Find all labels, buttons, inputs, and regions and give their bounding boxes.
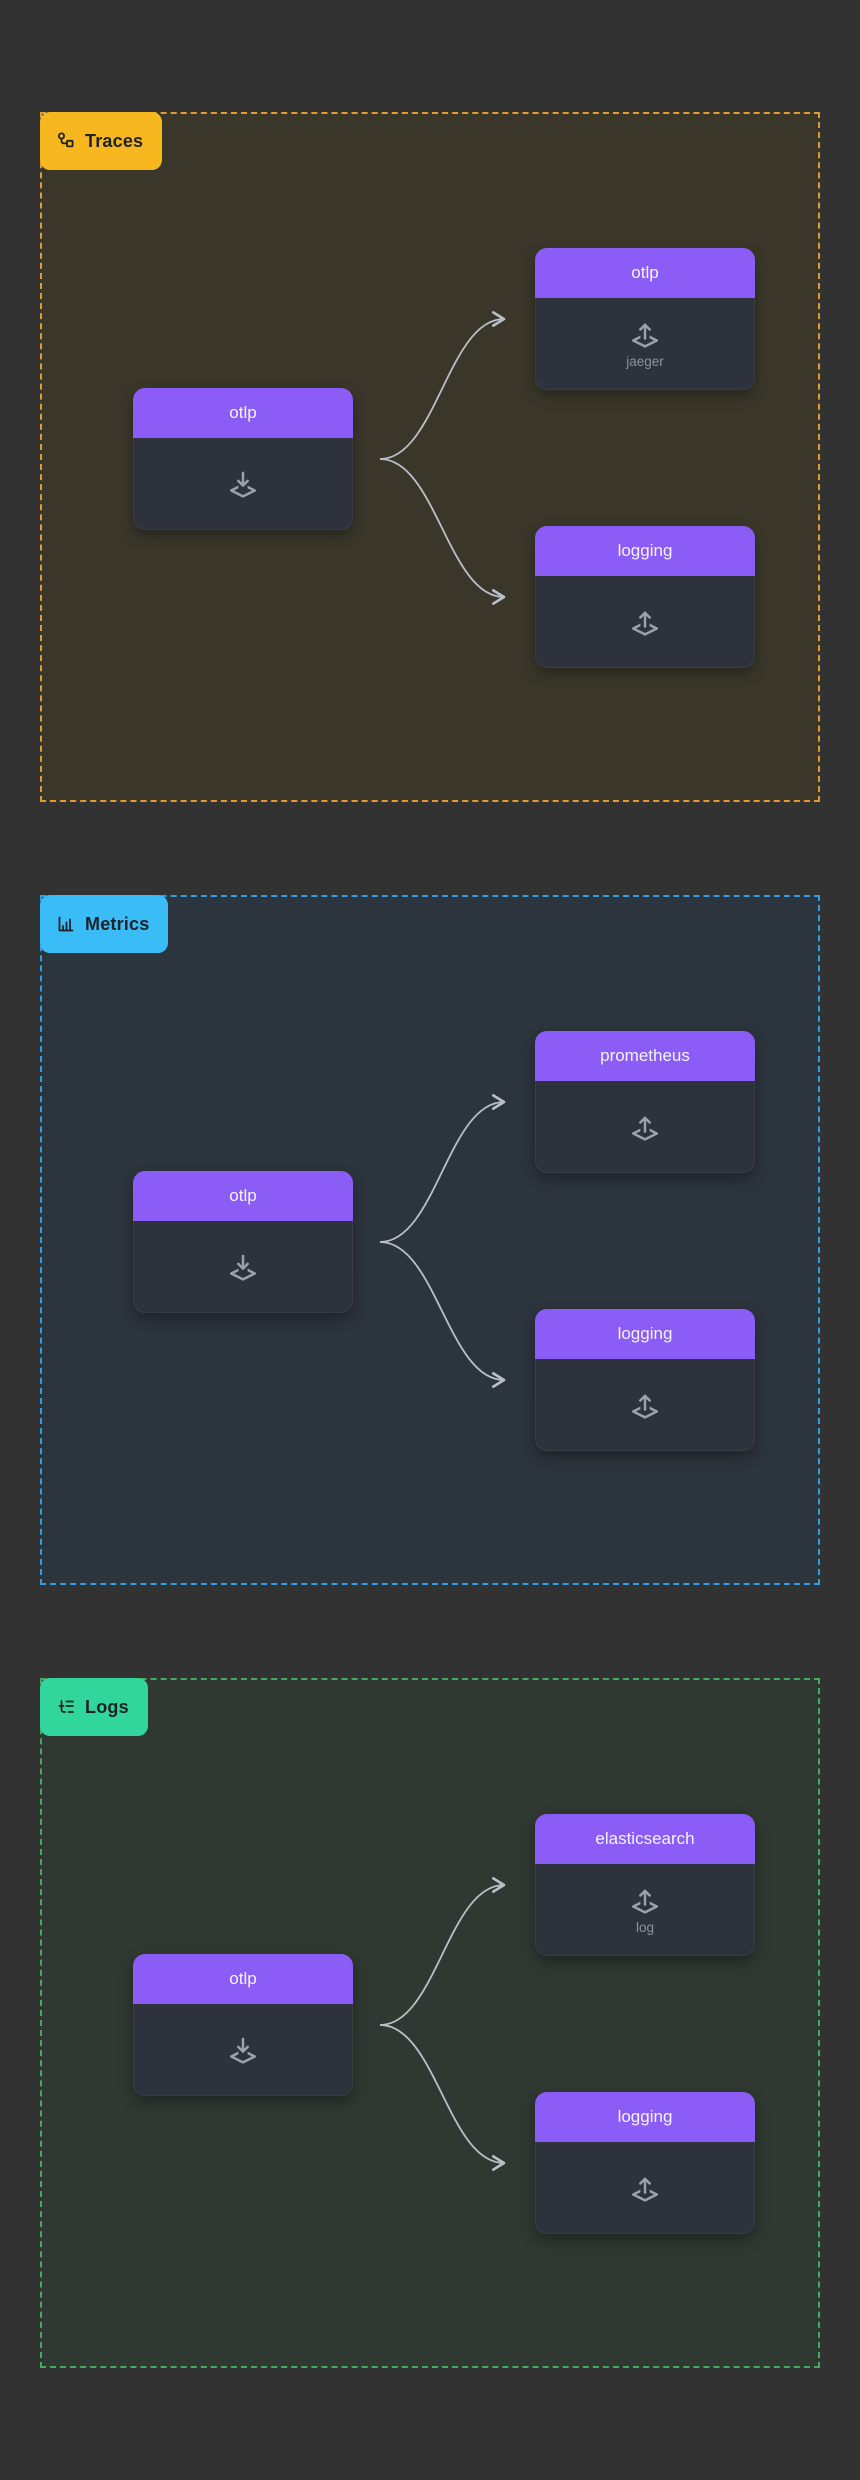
exporter-icon: [631, 2177, 659, 2202]
edge-otlp-to-logging: [379, 1241, 506, 1388]
exporter-icon: [631, 1394, 659, 1419]
traces-icon: [58, 132, 74, 148]
node-title: otlp: [133, 388, 353, 438]
logs-badge: Logs: [40, 1678, 148, 1736]
metrics-badge: Metrics: [40, 895, 169, 953]
metrics-badge-label: Metrics: [85, 913, 150, 934]
receiver-icon: [229, 2037, 257, 2064]
logs-exporter-node-elasticsearch[interactable]: elasticsearch log: [535, 1814, 755, 1956]
receiver-icon: [229, 471, 257, 498]
edge-otlp-to-prometheus: [379, 1094, 506, 1243]
node-title: prometheus: [535, 1031, 755, 1081]
node-title: otlp: [133, 1171, 353, 1221]
logs-pipeline-section: Logs otlp ela: [40, 1678, 820, 2368]
edge-otlp-to-elasticsearch: [379, 1877, 506, 2026]
exporter-icon: [631, 323, 659, 348]
traces-badge-label: Traces: [85, 130, 144, 151]
exporter-icon: [631, 1116, 659, 1141]
logs-badge-label: Logs: [85, 1696, 129, 1717]
node-sublabel: log: [635, 1920, 654, 1935]
metrics-pipeline-section: Metrics otlp: [40, 895, 820, 1585]
receiver-icon: [229, 1254, 257, 1281]
logs-exporter-node-logging[interactable]: logging: [535, 2092, 755, 2234]
metrics-receiver-node-otlp[interactable]: otlp: [133, 1171, 353, 1313]
logs-receiver-node-otlp[interactable]: otlp: [133, 1954, 353, 2096]
traces-exporter-node-logging[interactable]: logging: [535, 526, 755, 668]
metrics-icon: [58, 916, 74, 932]
node-title: elasticsearch: [535, 1814, 755, 1864]
traces-badge: Traces: [40, 112, 163, 170]
node-title: otlp: [535, 248, 755, 298]
metrics-exporter-node-logging[interactable]: logging: [535, 1309, 755, 1451]
traces-exporter-node-otlp-jaeger[interactable]: otlp jaeger: [535, 248, 755, 390]
exporter-icon: [631, 1889, 659, 1914]
metrics-exporter-node-prometheus[interactable]: prometheus: [535, 1031, 755, 1173]
node-title: logging: [535, 2092, 755, 2142]
node-title: otlp: [133, 1954, 353, 2004]
edge-otlp-to-logging: [379, 2024, 506, 2171]
logs-icon: [58, 1700, 74, 1713]
node-title: logging: [535, 1309, 755, 1359]
node-sublabel: jaeger: [626, 354, 664, 369]
edge-otlp-to-logging: [379, 458, 506, 605]
traces-pipeline-section: Traces otlp o: [40, 112, 820, 802]
node-title: logging: [535, 526, 755, 576]
exporter-icon: [631, 611, 659, 636]
edge-otlp-to-otlp-jaeger: [379, 311, 506, 460]
traces-receiver-node-otlp[interactable]: otlp: [133, 388, 353, 530]
